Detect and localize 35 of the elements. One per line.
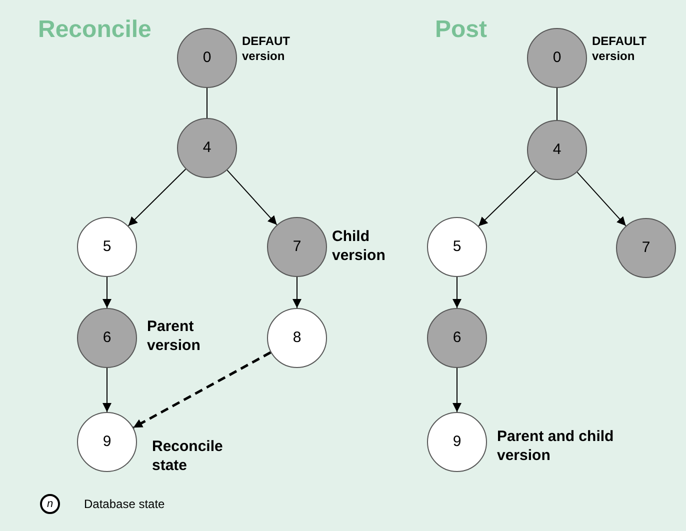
arrow: [452, 368, 462, 412]
arrow: [576, 172, 626, 226]
state-number: 6: [102, 328, 112, 348]
arrow: [102, 368, 112, 412]
node-caption: Reconcile state: [152, 438, 224, 476]
section-title: Reconcile: [38, 18, 152, 42]
state-number: 9: [452, 432, 462, 452]
connector-line: [556, 88, 558, 120]
node-caption: Parent version: [147, 318, 202, 356]
state-number: 5: [102, 236, 112, 257]
node-caption: DEFAULT version: [592, 34, 648, 64]
state-number: 4: [552, 140, 562, 160]
state-number: 9: [102, 432, 112, 452]
section-title: Post: [435, 18, 488, 42]
state-number: 0: [552, 48, 562, 68]
arrow: [478, 170, 536, 227]
legend-text: Database state: [84, 496, 165, 513]
state-number: 0: [202, 48, 212, 68]
arrow: [226, 170, 278, 226]
legend-symbol: n: [46, 498, 54, 510]
arrow: [102, 276, 112, 308]
state-number: 7: [292, 236, 302, 257]
node-caption: Child version: [332, 228, 386, 266]
state-number: 7: [642, 238, 650, 258]
arrow: [292, 276, 302, 308]
state-number: 6: [452, 328, 462, 348]
node-caption: Parent and child version: [497, 428, 615, 466]
node-caption: DEFAUT version: [242, 34, 291, 64]
state-number: 4: [202, 138, 212, 158]
arrow: [452, 276, 462, 308]
state-number: 5: [452, 236, 462, 257]
arrow: [128, 168, 186, 226]
dashed-arrow: [132, 351, 272, 429]
state-number: 8: [292, 328, 302, 348]
connector-line: [206, 88, 208, 118]
